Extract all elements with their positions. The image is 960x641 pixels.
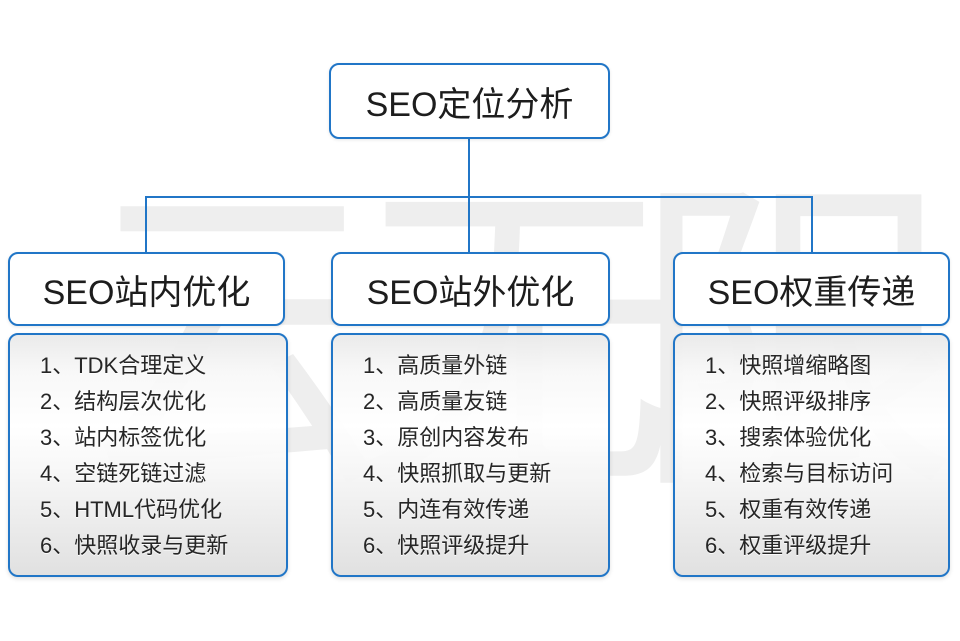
list-panel-weight-transfer: 1、快照增缩略图 2、快照评级排序 3、搜索体验优化 4、检索与目标访问 5、权… — [673, 333, 950, 577]
header-node-weight-transfer: SEO权重传递 — [673, 252, 950, 326]
connector-drop-middle — [468, 196, 470, 253]
list-item: 5、HTML代码优化 — [40, 497, 223, 522]
connector-drop-right — [811, 196, 813, 253]
header-node-offsite-seo: SEO站外优化 — [331, 252, 610, 326]
list-item: 2、结构层次优化 — [40, 389, 207, 414]
list-item: 1、快照增缩略图 — [705, 353, 872, 378]
list-item: 2、高质量友链 — [363, 389, 508, 414]
list-item: 4、快照抓取与更新 — [363, 461, 552, 486]
list-item: 1、高质量外链 — [363, 353, 508, 378]
header-node-onsite-seo: SEO站内优化 — [8, 252, 285, 326]
list-panel-onsite-seo: 1、TDK合理定义 2、结构层次优化 3、站内标签优化 4、空链死链过滤 5、H… — [8, 333, 288, 577]
list-item: 5、权重有效传递 — [705, 497, 872, 522]
connector-root-vertical — [468, 138, 470, 197]
list-item: 6、快照收录与更新 — [40, 533, 229, 558]
list-item: 3、搜索体验优化 — [705, 425, 872, 450]
connector-horizontal — [145, 196, 813, 198]
list-item: 2、快照评级排序 — [705, 389, 872, 414]
connector-drop-left — [145, 196, 147, 253]
root-node-seo-positioning: SEO定位分析 — [329, 63, 610, 139]
list-item: 5、内连有效传递 — [363, 497, 530, 522]
list-item: 1、TDK合理定义 — [40, 353, 207, 378]
list-item: 6、权重评级提升 — [705, 533, 872, 558]
list-item: 3、站内标签优化 — [40, 425, 207, 450]
list-item: 4、检索与目标访问 — [705, 461, 894, 486]
list-panel-offsite-seo: 1、高质量外链 2、高质量友链 3、原创内容发布 4、快照抓取与更新 5、内连有… — [331, 333, 610, 577]
list-item: 3、原创内容发布 — [363, 425, 530, 450]
list-item: 4、空链死链过滤 — [40, 461, 207, 486]
list-item: 6、快照评级提升 — [363, 533, 530, 558]
